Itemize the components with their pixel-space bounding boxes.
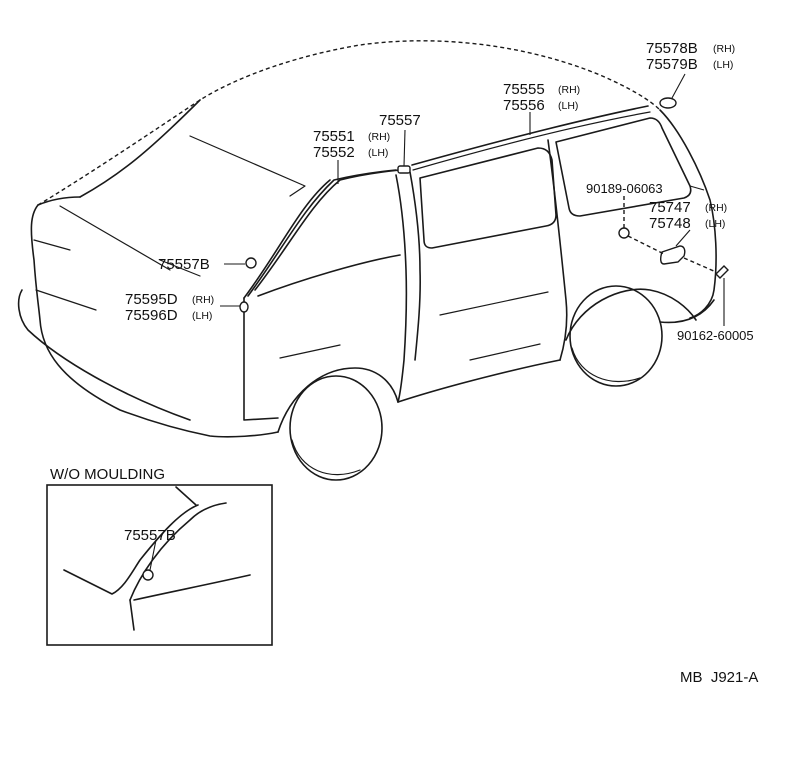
clip xyxy=(618,227,630,239)
inset-body-line-3 xyxy=(129,502,227,601)
leader-lines xyxy=(220,73,725,326)
rear-wheel-inner xyxy=(291,439,361,476)
screw xyxy=(715,265,729,279)
roof-drip-moulding xyxy=(411,105,649,166)
leader-emblem xyxy=(675,229,691,247)
front-window xyxy=(555,117,692,217)
callout-labels: 75578B (RH) 75579B (LH) 75555 (RH) 75556… xyxy=(125,40,754,343)
callout-screw: 90162-60005 xyxy=(677,328,754,343)
callout-emblem-lh-tag: (LH) xyxy=(705,218,725,230)
rear-lamp-line xyxy=(33,239,97,311)
front-body xyxy=(659,109,717,319)
inset-panel: W/O MOULDING 75557B xyxy=(46,466,273,646)
leader-front-end xyxy=(689,185,705,191)
callout-end-lh: 75596D xyxy=(125,307,178,324)
sliding-door-rear xyxy=(409,171,421,361)
roof-end-cap xyxy=(659,97,677,109)
callout-pillar-lh: 75552 xyxy=(313,144,355,161)
diagram-code: MB J921-A xyxy=(680,669,758,686)
rear-window xyxy=(59,135,306,271)
callout-end-rh: 75595D xyxy=(125,291,178,308)
inset-callout: 75557B xyxy=(124,527,176,544)
leader-emblem-screw xyxy=(683,257,717,273)
callout-emblem-rh: 75747 xyxy=(649,199,691,216)
callout-end-rh-tag: (RH) xyxy=(192,294,214,306)
door-bottom xyxy=(397,359,561,403)
front-bumper xyxy=(659,299,715,324)
inset-leader xyxy=(149,539,157,571)
door-window xyxy=(419,147,557,249)
door-belt-line xyxy=(279,291,549,361)
quarter-pillar-inner xyxy=(243,179,331,299)
callout-pillar-lh-tag: (LH) xyxy=(368,147,388,159)
callout-emblem-lh: 75748 xyxy=(649,215,691,232)
callout-drip-rh: 75555 xyxy=(503,81,545,98)
emblem xyxy=(659,245,686,265)
roof-drip-moulding-inner xyxy=(412,111,651,171)
rear-clip xyxy=(245,257,257,269)
callout-end-lh-tag: (LH) xyxy=(192,310,212,322)
inset-body-line-2 xyxy=(175,486,197,506)
inset-body-line-4 xyxy=(129,574,251,631)
van-body xyxy=(17,40,717,481)
front-fender xyxy=(565,288,697,341)
inset-body-line-1 xyxy=(63,504,199,595)
callout-clip-part: 90189-06063 xyxy=(586,181,663,196)
callout-roof-lh: 75579B xyxy=(646,56,698,73)
callout-drip-lh-tag: (LH) xyxy=(558,100,578,112)
callout-roof-rh: 75578B xyxy=(646,40,698,57)
rear-bumper xyxy=(17,289,191,421)
mouldings xyxy=(239,97,729,313)
inset-title: W/O MOULDING xyxy=(50,466,165,483)
moulding-end xyxy=(239,301,249,313)
leader-clip-to-emblem xyxy=(627,235,665,255)
callout-roof-lh-tag: (LH) xyxy=(713,59,733,71)
inset-clip xyxy=(142,569,154,581)
front-wheel-inner xyxy=(571,347,641,383)
rear-hatch-top xyxy=(79,99,201,198)
inset-frame xyxy=(46,484,273,646)
callout-clip-rear: 75557B xyxy=(158,256,210,273)
pillar-moulding xyxy=(247,169,397,297)
roof-outline xyxy=(37,40,661,206)
callout-drip-rh-tag: (RH) xyxy=(558,84,580,96)
callout-drip-lh: 75556 xyxy=(503,97,545,114)
quarter-window-lower xyxy=(257,254,401,297)
rear-wheel-arch xyxy=(277,367,399,433)
quarter-panel-lower xyxy=(243,297,279,421)
door-rear-edge xyxy=(547,139,568,361)
callout-roof-rh-tag: (RH) xyxy=(713,43,735,55)
roof-rear-edge xyxy=(37,196,81,206)
callout-pillar-rh: 75551 xyxy=(313,128,355,145)
sliding-door-front xyxy=(395,174,408,403)
callout-pillar-rh-tag: (RH) xyxy=(368,131,390,143)
front-wheel xyxy=(569,285,663,387)
rear-wheel xyxy=(289,375,383,481)
rear-body xyxy=(30,204,279,438)
rear-corner-line xyxy=(159,259,201,277)
leader-roof-end xyxy=(671,73,686,99)
callout-joint: 75557 xyxy=(379,112,421,129)
leader-joint xyxy=(403,129,406,167)
joint-cover xyxy=(397,165,411,174)
callout-emblem-rh-tag: (RH) xyxy=(705,202,727,214)
